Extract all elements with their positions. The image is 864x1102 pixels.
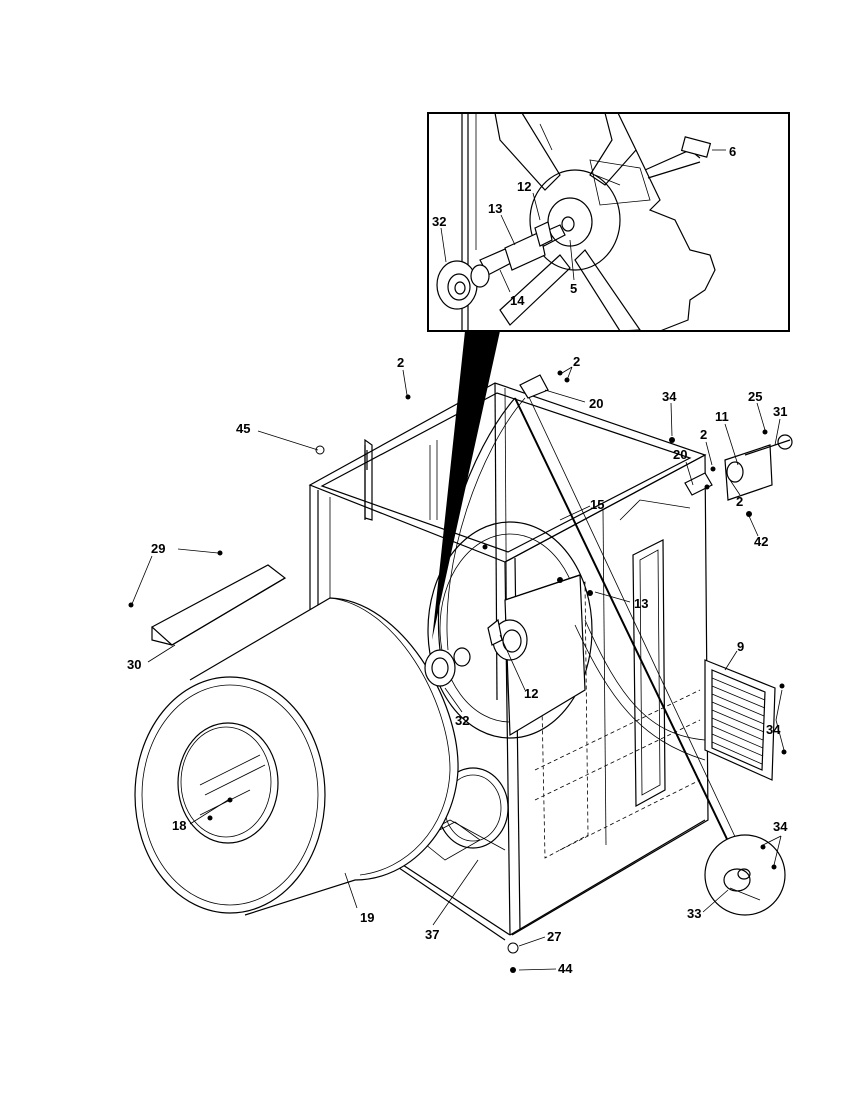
callout-32: 32 [455,713,469,728]
callout-13: 13 [634,596,648,611]
callout-13-inset: 13 [488,201,502,216]
callout-25: 25 [748,389,762,404]
callout-12: 12 [524,686,538,701]
inset-detail [427,112,790,332]
callout-29: 29 [151,541,165,556]
callout-2-right: 2 [700,427,707,442]
callout-11: 11 [715,409,729,424]
leader-lines [131,366,785,971]
switch-assembly-11 [724,434,793,501]
callout-5: 5 [570,281,577,296]
callout-32-inset: 32 [432,214,446,229]
callout-27: 27 [547,929,561,944]
drive-belt [437,394,746,863]
callout-20-top: 20 [589,396,603,411]
callout-2-top: 2 [397,355,404,370]
callout-18: 18 [172,818,186,833]
grille-9 [704,659,776,781]
callout-6: 6 [729,144,736,159]
part-labels: 6 12 13 32 14 5 2 2 20 45 34 2 25 11 31 … [127,144,788,976]
callout-2-right2: 2 [736,494,743,509]
drum-19 [134,597,459,916]
callout-34-mid: 34 [766,722,781,737]
top-trim-30 [150,564,287,646]
callout-44: 44 [558,961,573,976]
callout-31: 31 [773,404,787,419]
bracket-6 [680,136,712,158]
bracket-20-top [519,374,549,399]
callout-33: 33 [687,906,701,921]
callout-15: 15 [590,497,604,512]
bracket-20-right [684,472,713,496]
idler-detail-33 [704,834,786,916]
callout-9: 9 [737,639,744,654]
callout-14: 14 [510,293,525,308]
callout-2-bracket: 2 [573,354,580,369]
callout-34-bot: 34 [773,819,788,834]
callout-30: 30 [127,657,141,672]
callout-19: 19 [360,910,374,925]
callout-45: 45 [236,421,250,436]
bearing-housing-32 [436,260,478,310]
callout-20-right: 20 [673,447,687,462]
callout-12-inset: 12 [517,179,531,194]
callout-42: 42 [754,534,768,549]
rear-bulkhead-15 [427,521,593,739]
bearing-housing-32-main [424,647,471,687]
callout-37: 37 [425,927,439,942]
callout-34-top: 34 [662,389,677,404]
